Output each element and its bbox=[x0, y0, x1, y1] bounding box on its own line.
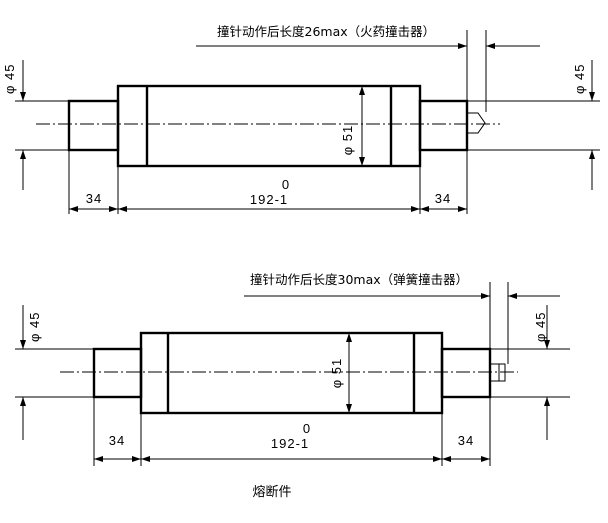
top-left-diameter-label: φ 45 bbox=[2, 63, 17, 94]
top-overall-length-label: 192-1 bbox=[250, 192, 288, 207]
bottom-overall-length-label: 192-1 bbox=[271, 436, 309, 451]
top-stroke-label: 撞针动作后长度26max（火药撞击器） bbox=[217, 24, 435, 39]
top-right-length-label: 34 bbox=[435, 191, 451, 206]
top-left-length-label: 34 bbox=[86, 191, 102, 206]
bottom-fuse-outline bbox=[92, 331, 506, 415]
bottom-left-length-label: 34 bbox=[109, 433, 125, 448]
bottom-striker-pin bbox=[490, 363, 506, 382]
bottom-fuse-body bbox=[139, 331, 444, 415]
top-length-dims: 34 34 0 192-1 bbox=[68, 150, 468, 214]
top-right-diameter-label: φ 45 bbox=[572, 63, 587, 94]
bottom-drawing: φ 45 φ 45 φ 51 撞针动作后长度30max（弹簧撞击器） bbox=[15, 272, 570, 466]
bottom-tolerance-label: 0 bbox=[303, 421, 311, 436]
bottom-right-terminal bbox=[440, 347, 492, 399]
bottom-right-diameter-label: φ 45 bbox=[533, 311, 548, 342]
top-tolerance-label: 0 bbox=[282, 177, 290, 192]
bottom-body-diameter-dim: φ 51 bbox=[329, 333, 352, 413]
top-left-diameter-dim: φ 45 bbox=[2, 60, 69, 190]
top-striker-pin bbox=[467, 112, 486, 134]
top-body-diameter-label: φ 51 bbox=[340, 125, 355, 156]
bottom-length-dims: 34 34 0 192-1 bbox=[93, 397, 491, 466]
bottom-stroke-label: 撞针动作后长度30max（弹簧撞击器） bbox=[250, 272, 468, 287]
top-stroke-dim: 撞针动作后长度26max（火药撞击器） bbox=[196, 24, 540, 112]
figure-caption: 熔断件 bbox=[252, 485, 291, 500]
top-fuse-body bbox=[116, 84, 422, 168]
bottom-right-diameter-dim: φ 45 bbox=[490, 305, 570, 440]
bottom-stroke-dim: 撞针动作后长度30max（弹簧撞击器） bbox=[244, 272, 560, 364]
top-fuse-outline bbox=[67, 84, 486, 168]
top-right-terminal bbox=[418, 99, 469, 152]
bottom-right-length-label: 34 bbox=[458, 433, 474, 448]
bottom-left-terminal bbox=[92, 347, 143, 399]
top-body-diameter-dim: φ 51 bbox=[340, 86, 365, 166]
top-drawing: φ 45 φ 45 φ 51 撞针动作后长度26max（火药撞击器） bbox=[2, 24, 600, 214]
top-left-terminal bbox=[67, 99, 120, 152]
bottom-left-diameter-label: φ 45 bbox=[27, 311, 42, 342]
top-right-diameter-dim: φ 45 bbox=[467, 60, 600, 190]
bottom-left-diameter-dim: φ 45 bbox=[15, 305, 94, 440]
bottom-body-diameter-label: φ 51 bbox=[329, 358, 344, 389]
